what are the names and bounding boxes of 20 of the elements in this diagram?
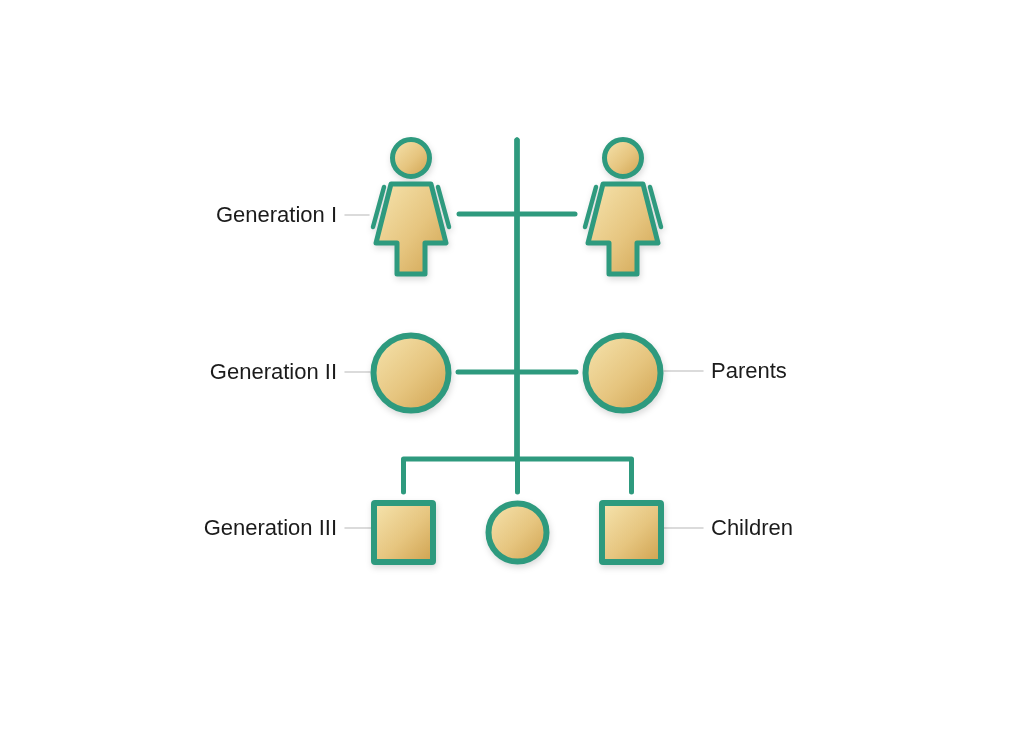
generation-label: Generation II bbox=[209, 359, 337, 385]
generation-label: Generation III bbox=[203, 515, 337, 541]
group-label: Children bbox=[711, 515, 793, 541]
leader-line bbox=[344, 527, 372, 529]
circle-symbol bbox=[370, 332, 452, 414]
descent-line bbox=[514, 137, 634, 495]
leader-line bbox=[344, 214, 370, 216]
female-figure bbox=[369, 135, 453, 279]
group-label: Parents bbox=[711, 358, 787, 384]
square-symbol bbox=[599, 500, 664, 565]
leader-line bbox=[663, 370, 704, 372]
leader-line bbox=[344, 371, 371, 373]
leader-line bbox=[663, 527, 704, 529]
circle-symbol bbox=[485, 500, 550, 565]
couple-line bbox=[456, 211, 578, 217]
square-symbol bbox=[371, 500, 436, 565]
generation-label: Generation I bbox=[215, 202, 337, 228]
female-figure bbox=[581, 135, 665, 279]
couple-line bbox=[455, 369, 579, 375]
circle-symbol bbox=[582, 332, 664, 414]
